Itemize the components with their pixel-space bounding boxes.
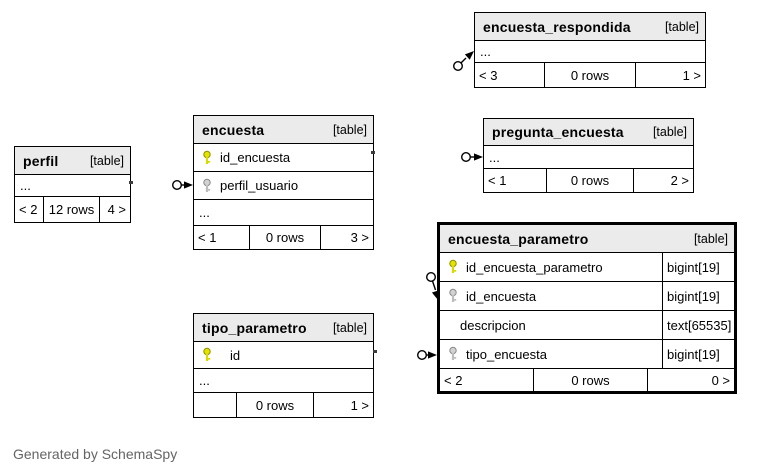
table-card-perfil[interactable]: perfil [table] ... < 2 12 rows 4 > [14,146,131,223]
stats-rows: 0 rows [546,169,634,192]
table-name[interactable]: tipo_parametro [202,319,307,336]
table-tag: [table] [693,231,728,246]
stats-prev: < 2 [444,372,463,388]
table-stats: < 2 12 rows 4 > [15,197,130,222]
stats-next: 3 > [350,230,369,245]
credit-text: Generated by SchemaSpy [13,446,178,462]
stats-prev: < 3 [479,67,498,83]
stats-prev: < 1 [488,173,507,188]
relationship-stub-tipo-parametro-id [373,350,377,353]
column-type: bigint[19] [662,340,734,368]
relationship-arrow-pregunta-encuesta [460,151,483,163]
relationship-arrow-encuesta-respondida [452,51,474,72]
ellipsis-row: ... [475,41,705,63]
table-stats: < 2 0 rows 0 > [440,369,734,391]
stats-next: 4 > [107,202,126,217]
table-name[interactable]: encuesta [202,121,265,138]
stats-prev: < 2 [19,202,38,217]
primary-key-icon [202,347,214,363]
ellipsis-row: ... [484,146,693,169]
column-name: perfil_usuario [220,178,299,193]
primary-key-icon [202,150,214,166]
table-name[interactable]: perfil [23,152,59,169]
column-type: bigint[19] [662,282,734,310]
table-card-encuesta[interactable]: encuesta [table] id_encuesta perfil_usua… [193,115,374,250]
stats-rows: 0 rows [236,393,314,417]
column-name: id_encuesta [466,288,537,304]
table-stats: < 1 0 rows 2 > [484,169,693,192]
column-row: descripcion text[65535] [440,311,734,340]
column-name: id [230,347,241,363]
foreign-key-icon [448,346,460,362]
table-name[interactable]: encuesta_parametro [448,230,589,247]
stats-rows: 0 rows [533,369,648,391]
column-row: id_encuesta bigint[19] [440,282,734,311]
column-row: id [194,342,373,369]
column-row: perfil_usuario [194,172,373,200]
stats-next: 1 > [682,67,701,83]
primary-key-icon [448,259,460,275]
stats-rows: 0 rows [544,63,636,87]
table-card-encuesta-respondida[interactable]: encuesta_respondida [table] ... < 3 0 ro… [474,12,706,88]
column-type: text[65535] [662,311,734,339]
table-stats: 0 rows 1 > [194,393,373,417]
table-header[interactable]: pregunta_encuesta [table] [484,119,693,146]
column-row: tipo_encuesta bigint[19] [440,340,734,369]
table-name[interactable]: encuesta_respondida [483,18,631,35]
table-tag: [table] [652,125,687,139]
stats-next: 0 > [711,372,730,388]
table-header[interactable]: perfil [table] [15,147,130,175]
stats-prev: < 1 [198,230,217,245]
ellipsis-row: ... [194,200,373,226]
stats-prev [194,393,236,417]
column-type: bigint[19] [662,253,734,281]
column-name: id_encuesta [220,150,291,165]
column-name: descripcion [460,317,526,333]
relationship-stub-perfil [129,181,133,184]
table-tag: [table] [332,320,367,335]
table-stats: < 1 0 rows 3 > [194,226,373,249]
table-name[interactable]: pregunta_encuesta [492,124,624,140]
foreign-key-icon [448,288,460,304]
table-tag: [table] [664,19,699,34]
table-header[interactable]: encuesta [table] [194,116,373,144]
relationship-arrow-encuesta-parametro-tipo-encuesta [416,349,437,361]
stats-rows: 0 rows [249,226,321,249]
table-header[interactable]: encuesta_parametro [table] [440,225,734,253]
table-header[interactable]: encuesta_respondida [table] [475,13,705,41]
ellipsis-row: ... [15,175,130,197]
table-card-pregunta-encuesta[interactable]: pregunta_encuesta [table] ... < 1 0 rows… [483,118,694,193]
stats-next: 1 > [350,397,369,413]
foreign-key-icon [202,178,214,194]
table-tag: [table] [332,122,367,137]
stats-next: 2 > [670,173,689,188]
column-name: id_encuesta_parametro [466,259,603,275]
table-header[interactable]: tipo_parametro [table] [194,314,373,342]
table-stats: < 3 0 rows 1 > [475,63,705,87]
column-row: id_encuesta [194,144,373,172]
table-card-encuesta-parametro[interactable]: encuesta_parametro [table] id_encuesta_p… [437,222,737,394]
relationship-stub-encuesta-id [371,151,375,154]
ellipsis-row: ... [194,369,373,393]
table-tag: [table] [89,153,124,168]
stats-rows: 12 rows [43,197,100,222]
relationship-arrow-encuesta-perfil-usuario [171,179,193,191]
column-name: tipo_encuesta [466,346,547,362]
column-row: id_encuesta_parametro bigint[19] [440,253,734,282]
table-card-tipo-parametro[interactable]: tipo_parametro [table] id ... 0 rows 1 > [193,313,374,418]
